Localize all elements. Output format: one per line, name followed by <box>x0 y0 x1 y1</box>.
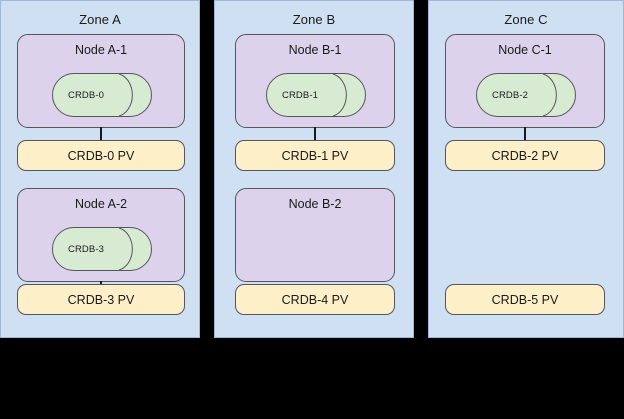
pv-box-crdb-2[interactable]: CRDB-2 PV <box>445 140 605 171</box>
zone-panel-a[interactable]: Zone A Node A-1 CRDB-0 CRDB-0 PV Node A-… <box>0 0 200 338</box>
pv-label-crdb-3: CRDB-3 PV <box>67 292 135 307</box>
cylinder-body-icon <box>52 73 152 117</box>
pv-box-crdb-5[interactable]: CRDB-5 PV <box>445 284 605 315</box>
zone-panel-b[interactable]: Zone B Node B-1 CRDB-1 CRDB-1 PV Node B-… <box>214 0 414 338</box>
pod-cylinder-crdb-1[interactable]: CRDB-1 <box>266 73 366 117</box>
pv-label-crdb-1: CRDB-1 PV <box>281 148 349 163</box>
pv-box-crdb-3[interactable]: CRDB-3 PV <box>17 284 185 315</box>
pod-label-crdb-0: CRDB-0 <box>68 89 104 101</box>
pod-cylinder-crdb-0[interactable]: CRDB-0 <box>52 73 152 117</box>
node-box-a-2[interactable]: Node A-2 CRDB-3 <box>17 188 185 282</box>
pv-label-crdb-0: CRDB-0 PV <box>67 148 135 163</box>
connector-crdb-2-to-pv <box>524 127 526 141</box>
pv-box-crdb-0[interactable]: CRDB-0 PV <box>17 140 185 171</box>
node-label-c-1: Node C-1 <box>498 43 552 57</box>
zone-title-a: Zone A <box>79 12 121 27</box>
pv-label-crdb-2: CRDB-2 PV <box>491 148 559 163</box>
zone-panel-c[interactable]: Zone C Node C-1 CRDB-2 CRDB-2 PV CRDB-5 … <box>428 0 624 338</box>
pv-box-crdb-1[interactable]: CRDB-1 PV <box>235 140 395 171</box>
pv-label-crdb-5: CRDB-5 PV <box>491 292 559 307</box>
connector-crdb-1-to-pv <box>314 127 316 141</box>
connector-crdb-0-to-pv <box>100 127 102 141</box>
cylinder-arc-icon <box>118 227 133 271</box>
cylinder-arc-icon <box>118 73 133 117</box>
pod-label-crdb-3: CRDB-3 <box>68 243 104 255</box>
zone-title-c: Zone C <box>504 12 548 27</box>
pod-cylinder-crdb-2[interactable]: CRDB-2 <box>476 73 576 117</box>
pv-box-crdb-4[interactable]: CRDB-4 PV <box>235 284 395 315</box>
zone-title-b: Zone B <box>292 12 336 27</box>
node-box-a-1[interactable]: Node A-1 CRDB-0 <box>17 34 185 128</box>
pod-label-crdb-1: CRDB-1 <box>282 89 318 101</box>
node-label-a-1: Node A-1 <box>74 43 128 57</box>
pv-label-crdb-4: CRDB-4 PV <box>281 292 349 307</box>
node-label-b-1: Node B-1 <box>288 43 342 57</box>
cylinder-body-icon <box>52 227 152 271</box>
pod-label-crdb-2: CRDB-2 <box>492 89 528 101</box>
node-box-c-1[interactable]: Node C-1 CRDB-2 <box>445 34 605 128</box>
cylinder-arc-icon <box>332 73 347 117</box>
node-box-b-1[interactable]: Node B-1 CRDB-1 <box>235 34 395 128</box>
node-label-a-2: Node A-2 <box>74 197 128 211</box>
cylinder-body-icon <box>266 73 366 117</box>
node-box-b-2[interactable]: Node B-2 <box>235 188 395 282</box>
pod-cylinder-crdb-3[interactable]: CRDB-3 <box>52 227 152 271</box>
node-label-b-2: Node B-2 <box>288 197 342 211</box>
cylinder-arc-icon <box>542 73 557 117</box>
cylinder-body-icon <box>476 73 576 117</box>
